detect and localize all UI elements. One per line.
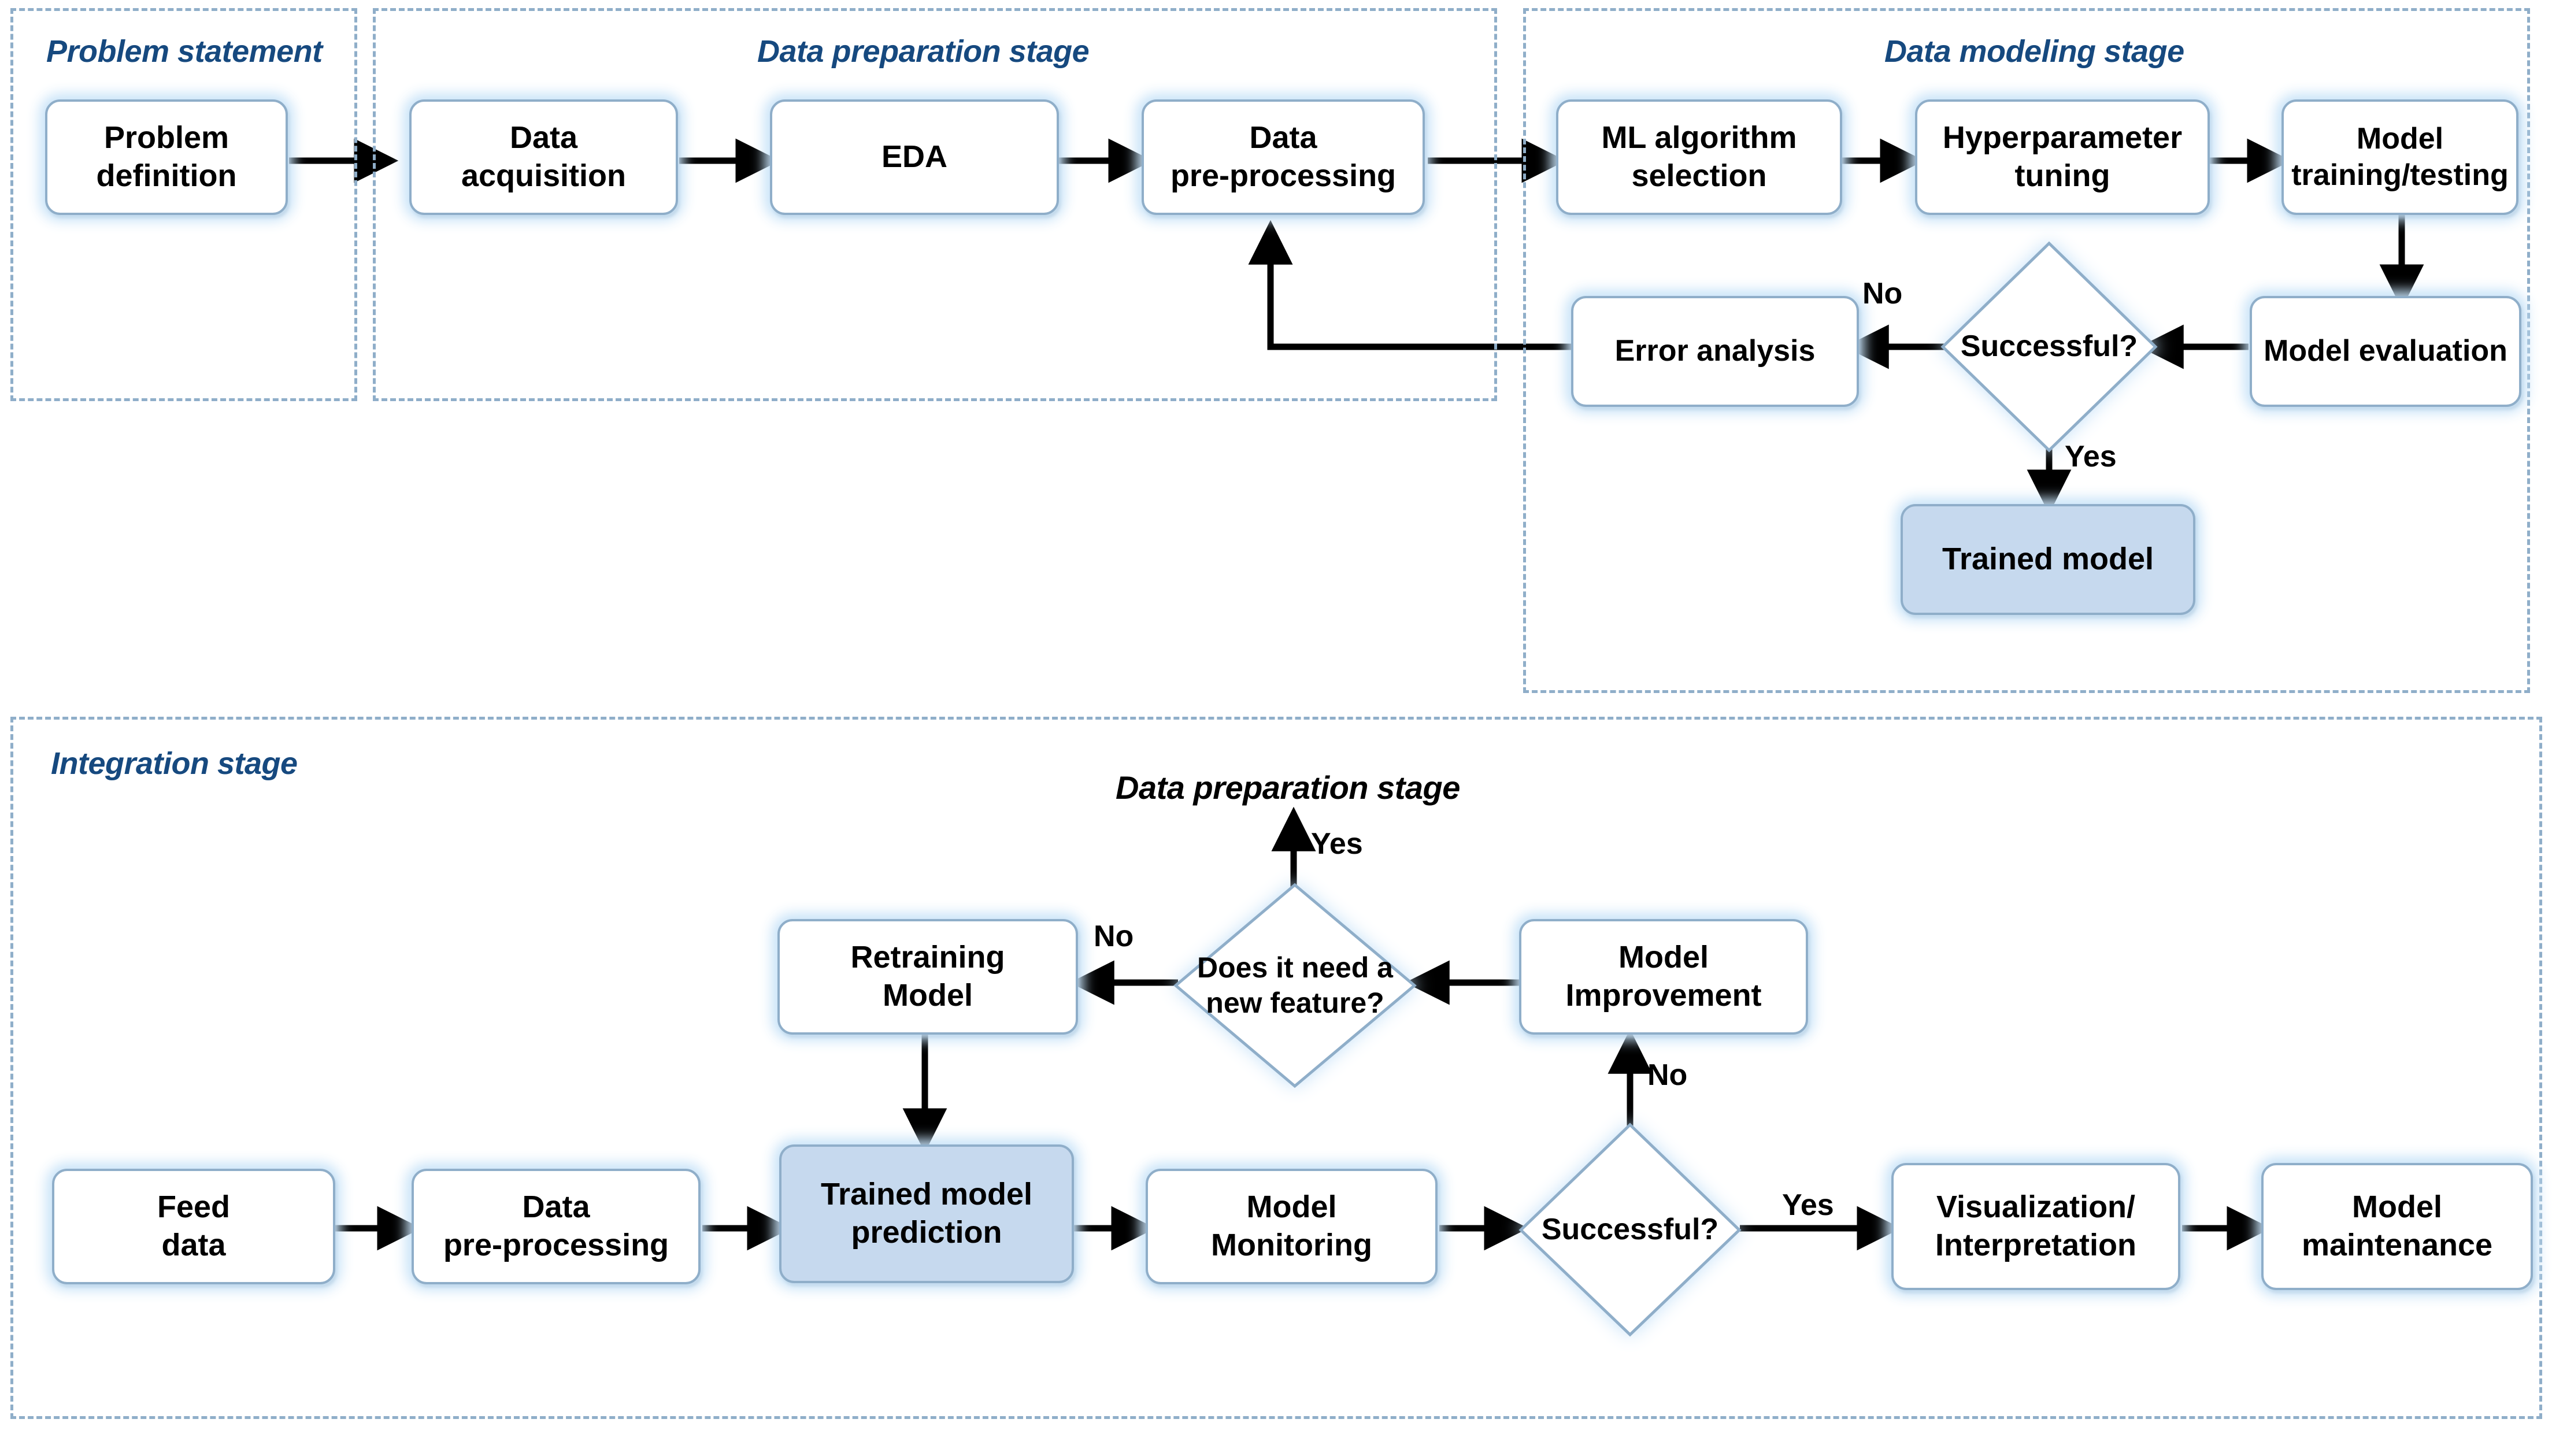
label-data-preparation-stage-ref: Data preparation stage: [1116, 769, 1460, 806]
node-label-line2: training/testing: [2291, 158, 2509, 192]
node-label-line2: definition: [96, 158, 237, 193]
node-feed-data[interactable]: Feed data: [52, 1169, 335, 1284]
diamond-shape: [1940, 241, 2158, 453]
stage-title-data-modeling: Data modeling stage: [1884, 34, 2184, 69]
node-label-line1: Model: [2352, 1190, 2442, 1225]
node-label-line1: Error analysis: [1614, 334, 1816, 368]
node-eda[interactable]: EDA: [770, 99, 1059, 215]
node-label-line2: pre-processing: [1170, 158, 1397, 193]
node-label-line1: Feed: [157, 1190, 231, 1225]
node-data-preprocessing[interactable]: Data pre-processing: [1142, 99, 1425, 215]
node-error-analysis[interactable]: Error analysis: [1571, 296, 1859, 407]
stage-integration: [10, 717, 2542, 1419]
node-label-line2: Monitoring: [1211, 1228, 1372, 1262]
node-visualization-interpretation[interactable]: Visualization/ Interpretation: [1891, 1163, 2180, 1290]
decision-label-line2: new feature?: [1206, 987, 1384, 1019]
node-label-line1: Data: [509, 120, 578, 155]
decision-successful-modeling[interactable]: Successful?: [1939, 240, 2159, 454]
node-problem-definition[interactable]: Problem definition: [45, 99, 288, 215]
node-model-maintenance[interactable]: Model maintenance: [2261, 1163, 2533, 1290]
stage-title-data-preparation: Data preparation stage: [757, 34, 1090, 69]
node-trained-model-prediction[interactable]: Trained model prediction: [779, 1144, 1074, 1283]
node-retraining-model[interactable]: Retraining Model: [777, 919, 1078, 1035]
node-model-evaluation[interactable]: Model evaluation: [2250, 296, 2521, 407]
edge-label-feature-no: No: [1094, 920, 1134, 953]
edge-label-successful-no: No: [1862, 277, 1903, 310]
node-label-line2: pre-processing: [443, 1228, 669, 1262]
node-label-line2: selection: [1631, 158, 1767, 193]
node-model-training-testing[interactable]: Model training/testing: [2281, 99, 2518, 215]
node-label-line1: Visualization/: [1936, 1190, 2136, 1225]
edge-label-bottom-yes: Yes: [1782, 1188, 1834, 1222]
decision-label-line1: Does it need a: [1197, 951, 1393, 984]
node-trained-model[interactable]: Trained model: [1901, 504, 2195, 615]
stage-title-integration: Integration stage: [51, 746, 298, 781]
diamond-shape: [1518, 1122, 1742, 1337]
node-label-line1: Problem: [103, 120, 229, 155]
node-model-improvement[interactable]: Model Improvement: [1519, 919, 1808, 1035]
node-label-line1: Model: [1618, 940, 1709, 975]
edge-label-successful-yes: Yes: [2065, 440, 2117, 473]
node-label-line2: tuning: [2014, 158, 2110, 193]
node-label-line2: Model: [883, 978, 973, 1013]
edge-label-feature-yes: Yes: [1311, 827, 1363, 861]
node-data-preprocessing-integration[interactable]: Data pre-processing: [412, 1169, 701, 1284]
decision-label-line1: Successful?: [1960, 329, 2138, 364]
diamond-shape: [1173, 883, 1417, 1088]
node-hyperparameter-tuning[interactable]: Hyperparameter tuning: [1915, 99, 2210, 215]
node-ml-algorithm-selection[interactable]: ML algorithm selection: [1556, 99, 1842, 215]
stage-data-modeling: [1523, 8, 2530, 693]
node-label-line2: acquisition: [461, 158, 627, 193]
decision-successful-integration[interactable]: Successful?: [1517, 1121, 1743, 1338]
stage-problem-statement: [10, 8, 357, 401]
stage-data-preparation: [373, 8, 1497, 401]
node-model-monitoring[interactable]: Model Monitoring: [1146, 1169, 1438, 1284]
node-data-acquisition[interactable]: Data acquisition: [409, 99, 678, 215]
node-label-line1: Model: [1246, 1190, 1337, 1225]
decision-label-line1: Successful?: [1541, 1212, 1719, 1246]
node-label-line1: Model: [2356, 121, 2444, 155]
edge-label-improvement-no: No: [1647, 1058, 1688, 1092]
node-label-line1: EDA: [881, 139, 947, 175]
node-label-line2: prediction: [851, 1215, 1002, 1250]
node-label-line1: Model evaluation: [2264, 334, 2507, 368]
node-label-line2: Improvement: [1565, 978, 1762, 1013]
node-label-line1: Data: [1249, 120, 1317, 155]
node-label-line1: Hyperparameter: [1942, 120, 2183, 155]
node-label-line2: Interpretation: [1935, 1228, 2137, 1262]
node-label-line1: Trained model: [1942, 542, 2154, 577]
node-label-line1: Data: [522, 1190, 590, 1225]
node-label-line2: maintenance: [2301, 1228, 2493, 1262]
decision-needs-new-feature[interactable]: Does it need a new feature?: [1172, 881, 1418, 1090]
node-label-line2: data: [161, 1228, 226, 1262]
node-label-line1: Retraining: [850, 940, 1005, 975]
node-label-line1: ML algorithm: [1601, 120, 1797, 155]
stage-title-problem-statement: Problem statement: [46, 34, 323, 69]
node-label-line1: Trained model: [820, 1177, 1033, 1212]
